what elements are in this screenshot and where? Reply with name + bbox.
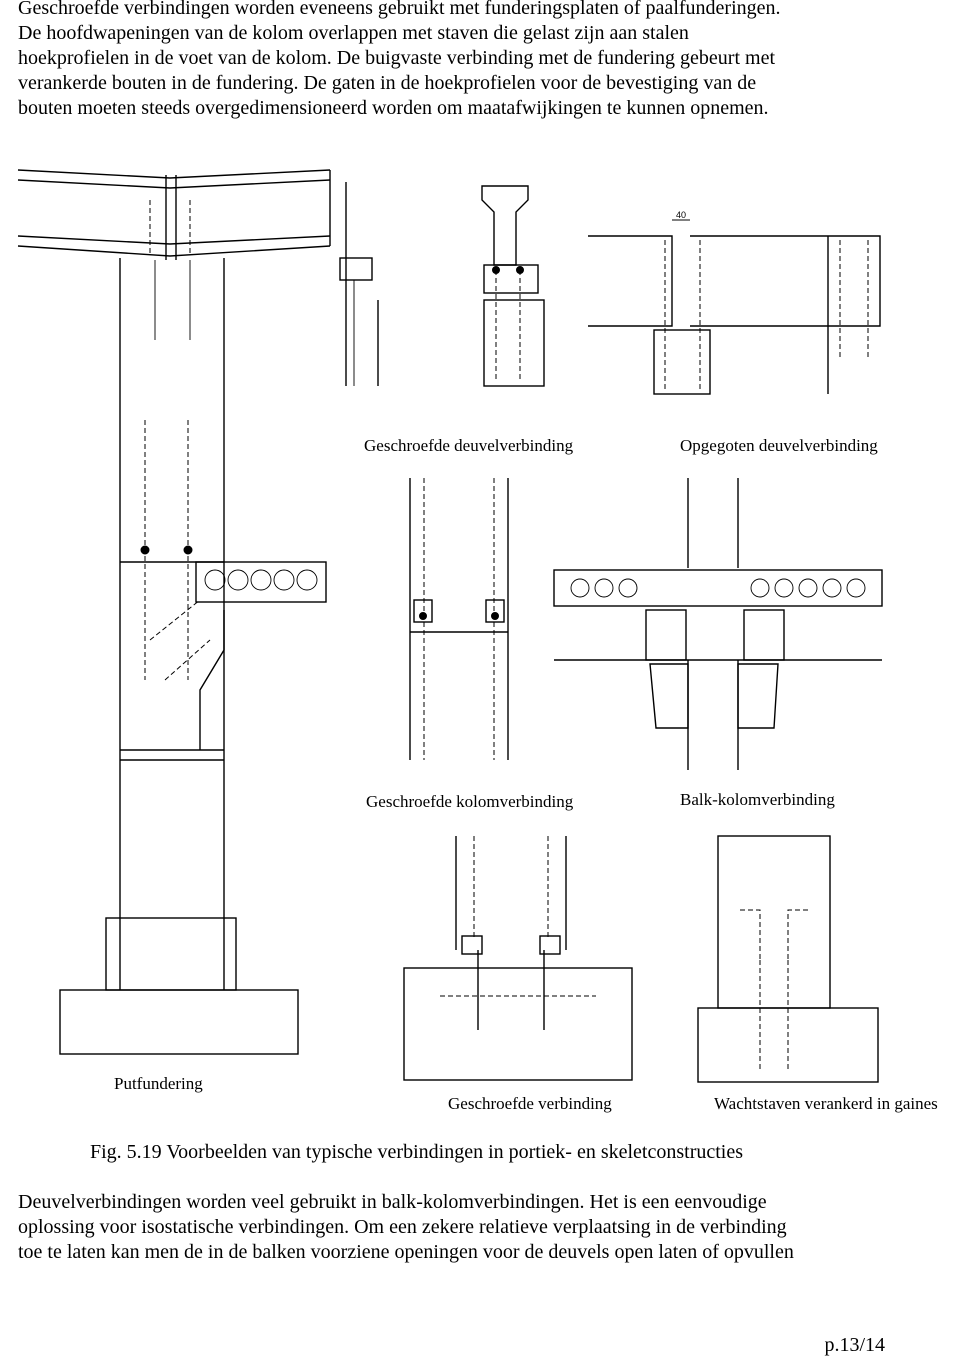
page-number: p.13/14	[824, 1334, 885, 1356]
caption-grouted-dowel: Opgegoten deuvelverbinding	[680, 436, 878, 455]
intro-line: bouten moeten steeds overgedimensioneerd…	[18, 97, 769, 119]
starter-bars-drawing	[697, 835, 879, 1083]
intro-line: Geschroefde verbindingen worden eveneens…	[18, 0, 781, 19]
bolted-foundation-drawing	[403, 836, 633, 1081]
outro-line: toe te laten kan men de in de balken voo…	[18, 1241, 794, 1263]
outro-line: Deuvelverbindingen worden veel gebruikt …	[18, 1191, 767, 1213]
caption-pocket-foundation: Putfundering	[114, 1074, 203, 1093]
caption-bolted-dowel: Geschroefde deuvelverbinding	[364, 436, 574, 455]
intro-line: hoekprofielen in de voet van de kolom. D…	[18, 47, 776, 69]
caption-bolted-connection: Geschroefde verbinding	[448, 1094, 612, 1113]
intro-line: De hoofdwapeningen van de kolom overlapp…	[18, 22, 689, 44]
bolted-column-drawing	[409, 478, 509, 760]
caption-starter-bars: Wachtstaven verankerd in gaines	[714, 1094, 938, 1113]
intro-paragraph: Geschroefde verbindingen worden eveneens…	[18, 0, 781, 121]
portal-frame-drawing	[17, 169, 331, 1055]
beam-column-drawing	[553, 478, 883, 770]
figure-caption: Fig. 5.19 Voorbeelden van typische verbi…	[90, 1141, 744, 1163]
bolted-dowel-drawing	[339, 182, 545, 387]
outro-paragraph: Deuvelverbindingen worden veel gebruikt …	[18, 1190, 794, 1265]
dimension-label: 40	[676, 210, 686, 220]
outro-line: oplossing voor isostatische verbindingen…	[18, 1216, 787, 1238]
caption-bolted-column: Geschroefde kolomverbinding	[366, 792, 574, 811]
intro-line: verankerde bouten in de fundering. De ga…	[18, 72, 757, 94]
caption-beam-column: Balk-kolomverbinding	[680, 790, 835, 809]
grouted-dowel-drawing	[588, 219, 881, 395]
